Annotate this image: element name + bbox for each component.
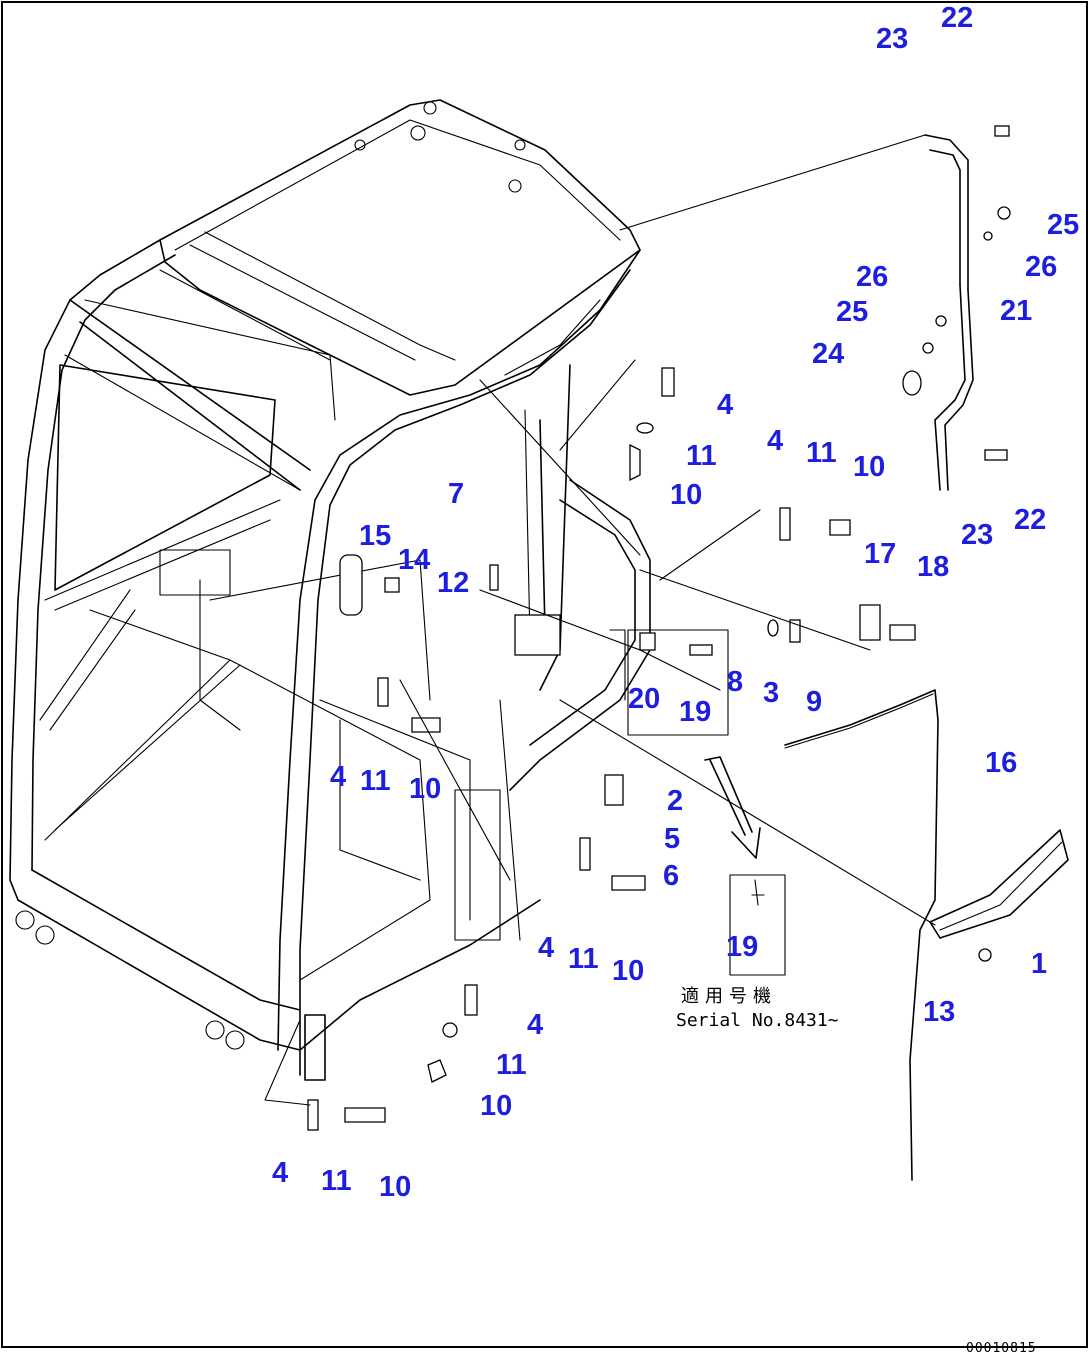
- serial-note: 適用号機 Serial No.8431~: [676, 986, 839, 1031]
- callout-25: 25: [836, 296, 868, 328]
- serial-note-number: Serial No.8431~: [676, 1010, 839, 1031]
- callout-3: 3: [763, 677, 779, 709]
- leader-lines: [264, 134, 936, 1106]
- callout-21: 21: [1000, 295, 1032, 327]
- callout-1: 1: [1031, 948, 1047, 980]
- callout-4: 4: [527, 1009, 543, 1041]
- callout-19: 19: [726, 931, 758, 963]
- callout-5: 5: [664, 823, 680, 855]
- callout-18: 18: [917, 551, 949, 583]
- callout-2: 2: [667, 785, 683, 817]
- callout-9: 9: [806, 686, 822, 718]
- callout-20: 20: [628, 683, 660, 715]
- callout-4: 4: [717, 389, 733, 421]
- handrail-assembly: [902, 125, 1011, 491]
- callout-12: 12: [437, 567, 469, 599]
- callout-11: 11: [360, 765, 391, 797]
- callout-10: 10: [612, 955, 644, 987]
- callout-19: 19: [679, 696, 711, 728]
- callout-11: 11: [568, 943, 599, 975]
- callout-11: 11: [321, 1165, 352, 1197]
- callout-15: 15: [359, 520, 391, 552]
- callout-23: 23: [961, 519, 993, 551]
- callout-10: 10: [670, 479, 702, 511]
- door-window-guide: [929, 829, 1069, 962]
- callout-4: 4: [272, 1157, 288, 1189]
- callout-25: 25: [1047, 209, 1079, 241]
- callout-8: 8: [727, 666, 743, 698]
- callout-4: 4: [330, 761, 346, 793]
- callout-11: 11: [806, 437, 837, 469]
- door-hinge-hardware: [307, 367, 916, 1131]
- callout-4: 4: [767, 425, 783, 457]
- callout-22: 22: [941, 2, 973, 34]
- callout-24: 24: [812, 338, 844, 370]
- callout-26: 26: [1025, 251, 1057, 283]
- callout-10: 10: [409, 773, 441, 805]
- callout-13: 13: [923, 996, 955, 1028]
- callout-11: 11: [496, 1049, 527, 1081]
- cab-frame-illustration: [9, 99, 651, 1081]
- callout-10: 10: [853, 451, 885, 483]
- callout-7: 7: [448, 478, 464, 510]
- callout-10: 10: [379, 1171, 411, 1203]
- callout-11: 11: [686, 440, 717, 472]
- drawing-code: 00010815: [966, 1341, 1037, 1356]
- callout-labels: 22 23 25 26 26 21 25 24 4 11 10 4 11 10 …: [272, 2, 1079, 1203]
- callout-22: 22: [1014, 504, 1046, 536]
- callout-17: 17: [864, 538, 896, 570]
- callout-4: 4: [538, 932, 554, 964]
- serial-note-japanese: 適用号機: [681, 986, 777, 1007]
- callout-16: 16: [985, 747, 1017, 779]
- callout-26: 26: [856, 261, 888, 293]
- callout-23: 23: [876, 23, 908, 55]
- door-seal-weatherstrip: [784, 689, 939, 1181]
- callout-6: 6: [663, 860, 679, 892]
- callout-10: 10: [480, 1090, 512, 1122]
- callout-14: 14: [398, 544, 430, 576]
